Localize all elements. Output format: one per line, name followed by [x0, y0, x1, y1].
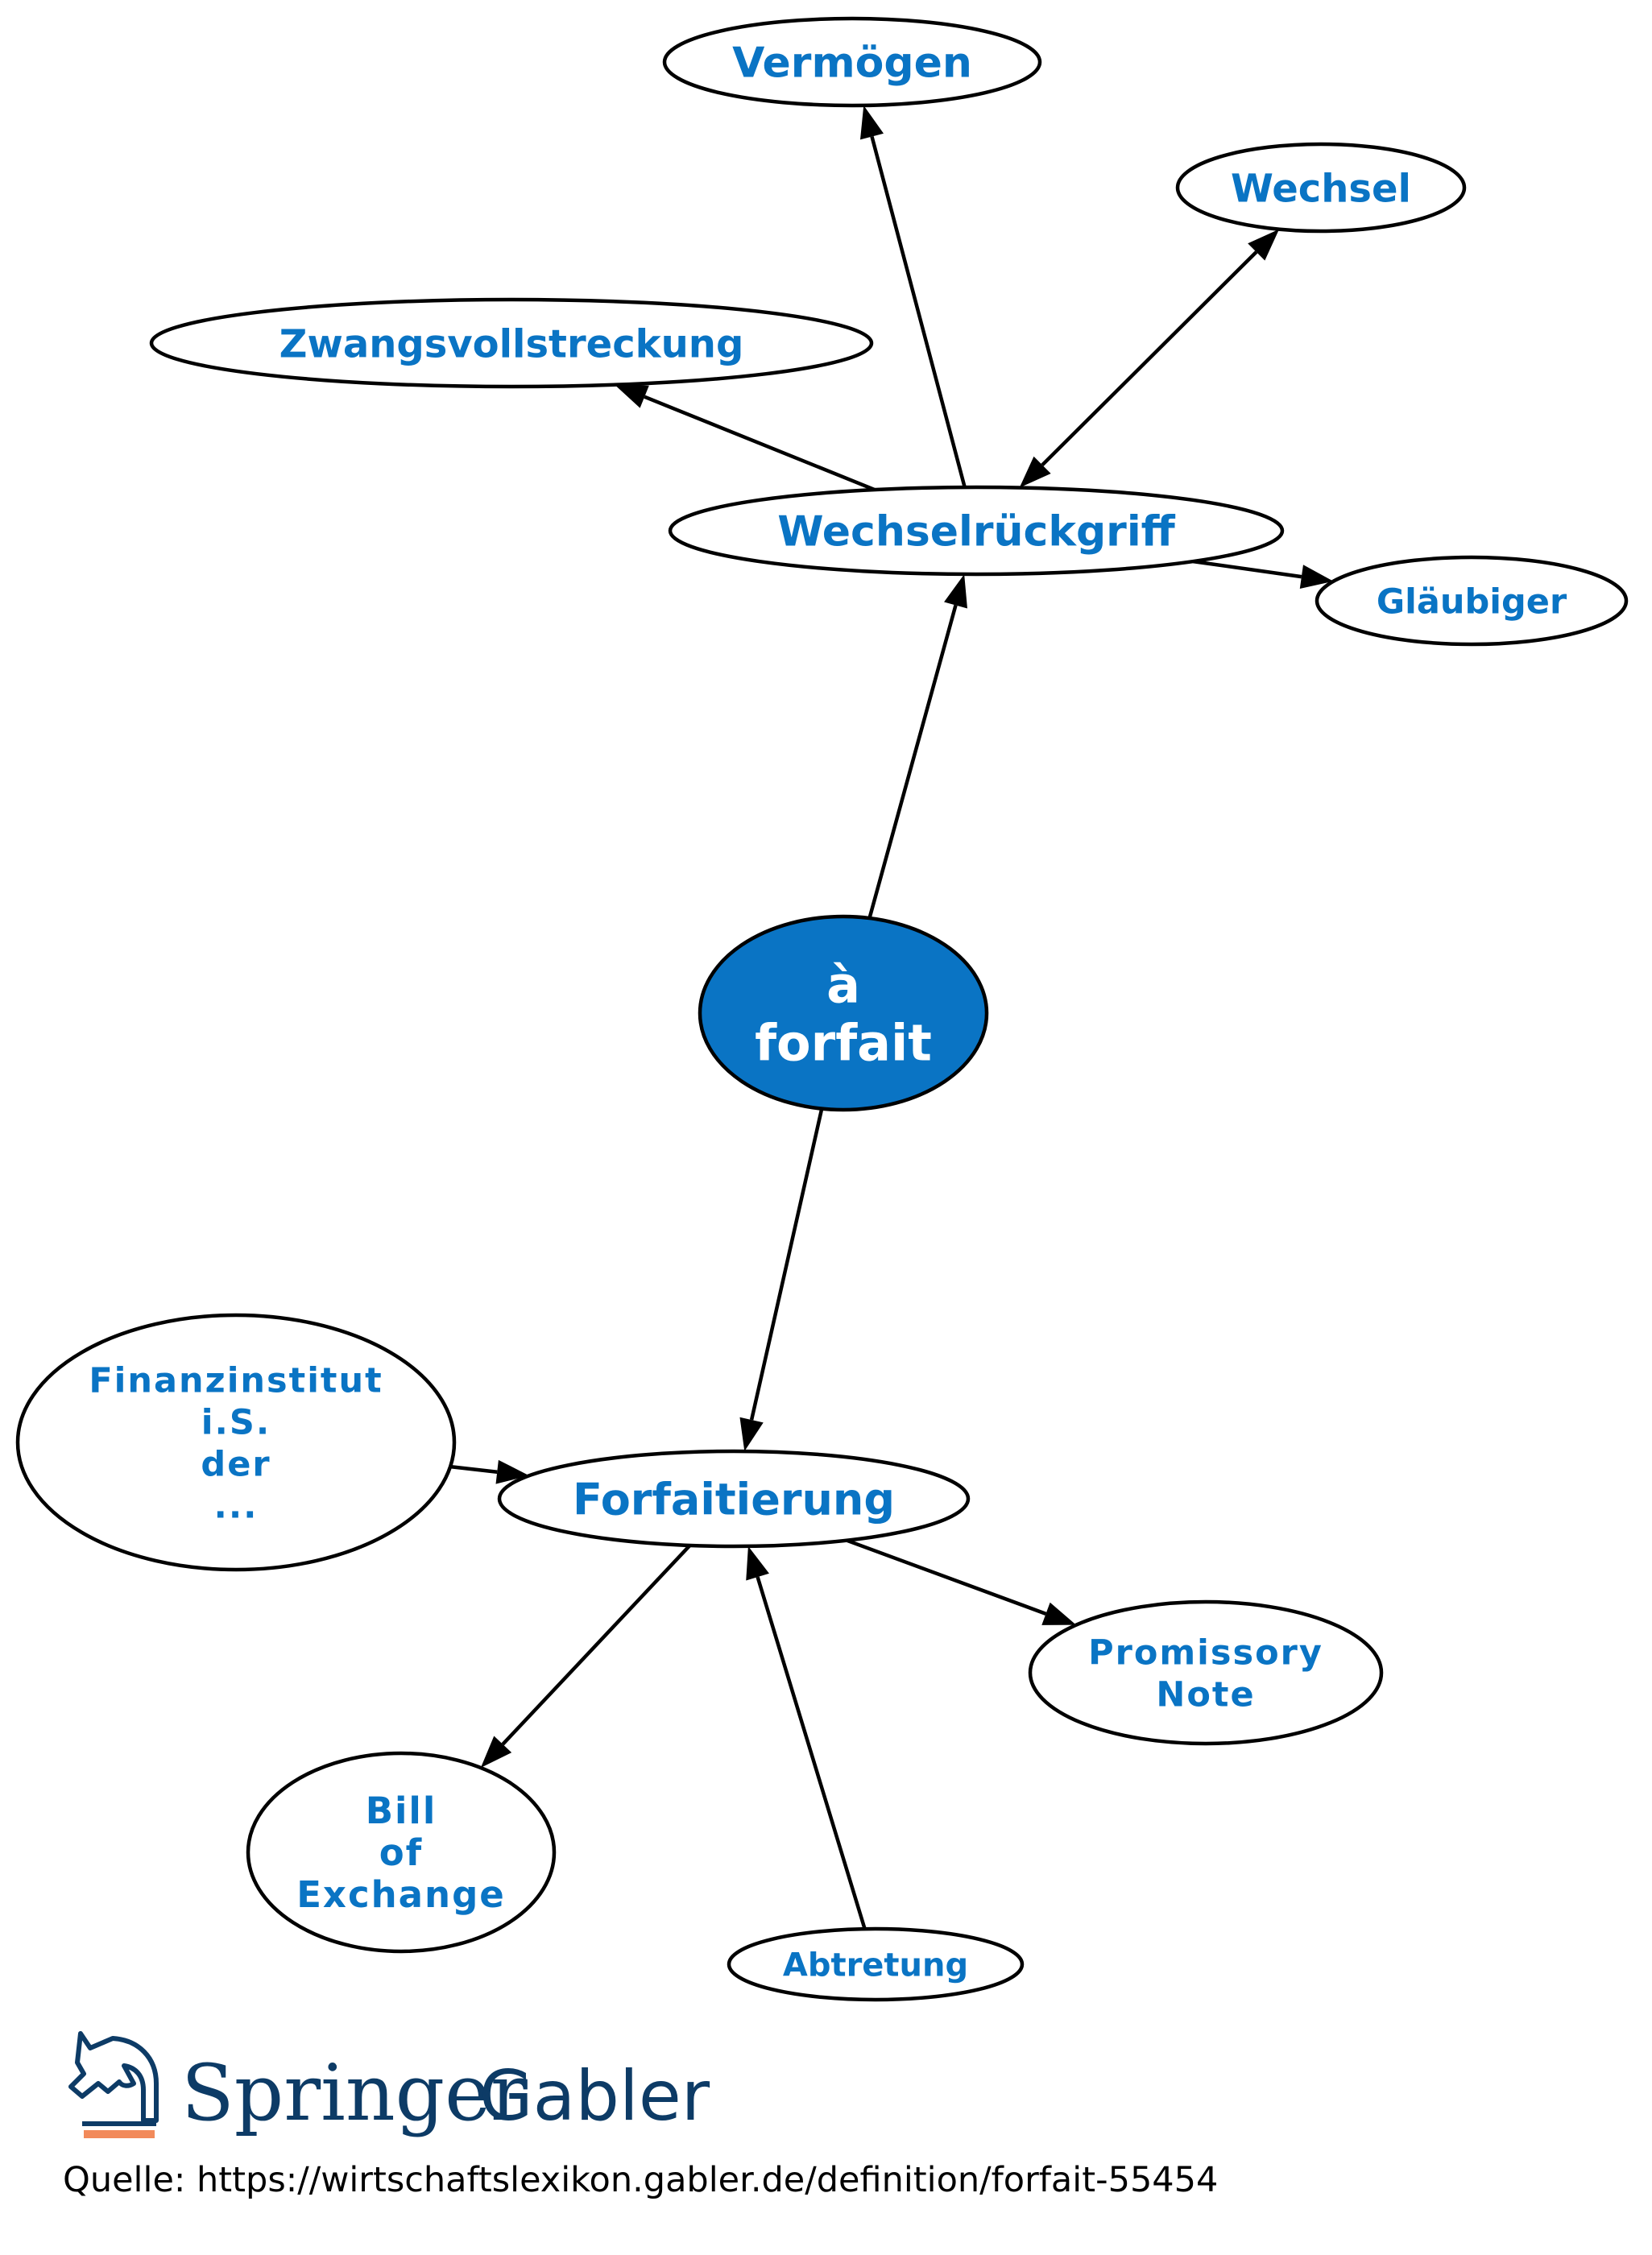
- edge-center-to-forfaitierung: [749, 1108, 824, 1421]
- node-vermoegen-shape: [662, 16, 1042, 108]
- node-wechselrueckgriff[interactable]: Wechselrückgriff: [668, 485, 1285, 577]
- node-center-label: forfait: [755, 1013, 932, 1072]
- node-finanzinstitut-shape: [15, 1313, 457, 1572]
- edges: [449, 105, 1334, 1930]
- node-glaeubiger-shape: [1315, 555, 1629, 647]
- node-wechsel[interactable]: Wechsel: [1175, 142, 1467, 234]
- arrow-head-to-vermoegen: [859, 105, 884, 140]
- source-text: Quelle: https://wirtschaftslexikon.gable…: [63, 2160, 1218, 2200]
- arrow-head-to-bill-of-exchange: [480, 1736, 512, 1768]
- node-wechsel-shape: [1175, 142, 1467, 234]
- springer-gabler-logo: Springer Gabler: [68, 2031, 710, 2138]
- node-vermoegen[interactable]: Vermögen: [662, 16, 1042, 108]
- node-vermoegen-label: Vermögen: [732, 39, 972, 88]
- node-promissory-note-label: Note: [1156, 1674, 1255, 1715]
- node-zwangsvollstreckung-shape: [149, 297, 874, 389]
- arrow-head-to-forfaitierung: [495, 1459, 529, 1484]
- edge-wechselrueckgriff-to-vermoegen: [870, 135, 967, 488]
- edge-abtretung-to-forfaitierung: [756, 1576, 867, 1930]
- node-center-label: à: [826, 955, 860, 1014]
- arrow-head-to-glaeubiger: [1299, 565, 1334, 589]
- node-wechsel-label: Wechsel: [1231, 166, 1411, 211]
- node-center-shape: [698, 914, 989, 1112]
- node-promissory-note-shape: [1028, 1599, 1384, 1746]
- springer-brand: Springer: [181, 2048, 528, 2138]
- edge-finanzinstitut-to-forfaitierung: [449, 1464, 498, 1474]
- edge-wechselrueckgriff-to-glaeubiger: [1192, 559, 1302, 579]
- node-finanzinstitut-label: der: [201, 1444, 271, 1484]
- gabler-imprint: Gabler: [479, 2056, 710, 2137]
- node-bill-of-exchange-label: Exchange: [296, 1873, 506, 1916]
- arrow-head-to-wechselrueckgriff: [944, 573, 967, 609]
- edge-forfaitierung-to-promissory-note: [846, 1538, 1047, 1616]
- node-abtretung-label: Abtretung: [783, 1947, 968, 1984]
- arrow-head-to-forfaitierung: [746, 1545, 769, 1581]
- node-wechselrueckgriff-shape: [668, 485, 1285, 577]
- node-bill-of-exchange-label: of: [379, 1831, 424, 1874]
- arrow-head-to-wechsel: [1248, 229, 1280, 261]
- node-wechselrueckgriff-label: Wechselrückgriff: [777, 508, 1175, 557]
- node-forfaitierung-shape: [497, 1449, 971, 1549]
- node-zwangsvollstreckung[interactable]: Zwangsvollstreckung: [149, 297, 874, 389]
- node-abtretung[interactable]: Abtretung: [727, 1926, 1025, 2002]
- node-zwangsvollstreckung-label: Zwangsvollstreckung: [279, 321, 744, 366]
- node-forfaitierung[interactable]: Forfaitierung: [497, 1449, 971, 1549]
- node-finanzinstitut-label: i.S.: [201, 1402, 271, 1442]
- node-promissory-note-label: Promissory: [1088, 1632, 1323, 1673]
- edge-wechselrueckgriff-to-wechsel: [1041, 250, 1258, 466]
- arrow-head-to-wechselrueckgriff: [1019, 456, 1051, 488]
- node-finanzinstitut-label: ...: [213, 1486, 258, 1526]
- knight-horse-icon: [68, 2031, 159, 2138]
- edge-forfaitierung-to-bill-of-exchange: [501, 1544, 692, 1746]
- node-finanzinstitut[interactable]: Finanzinstituti.S.der...: [15, 1313, 457, 1572]
- edge-wechselrueckgriff-to-zwangsvollstreckung: [644, 395, 876, 492]
- node-glaeubiger[interactable]: Gläubiger: [1315, 555, 1629, 647]
- node-bill-of-exchange-shape: [246, 1751, 557, 1954]
- arrow-head-to-zwangsvollstreckung: [615, 384, 649, 408]
- node-abtretung-shape: [727, 1926, 1025, 2002]
- edge-center-to-wechselrueckgriff: [867, 604, 958, 919]
- node-forfaitierung-label: Forfaitierung: [573, 1474, 895, 1525]
- node-bill-of-exchange-label: Bill: [366, 1790, 437, 1832]
- arrow-head-to-promissory-note: [1041, 1602, 1077, 1625]
- node-glaeubiger-label: Gläubiger: [1377, 581, 1567, 622]
- node-finanzinstitut-label: Finanzinstitut: [89, 1360, 383, 1401]
- arrow-head-to-forfaitierung: [739, 1417, 764, 1452]
